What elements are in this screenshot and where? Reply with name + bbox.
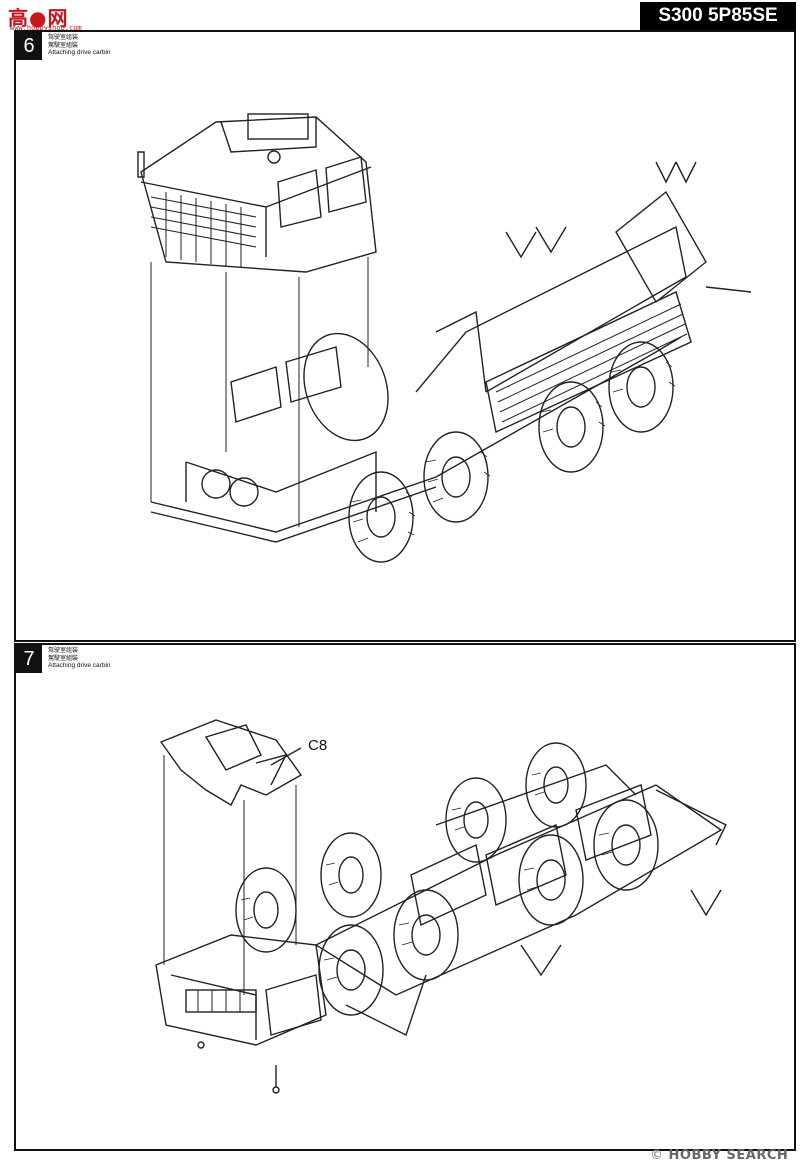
caption-en: Attaching drive carbin <box>48 49 111 56</box>
site-logo[interactable]: 高●网 <box>8 6 69 30</box>
caption-cn-simplified: 驾驶室组装 <box>48 34 79 41</box>
site-logo-url: www.hobbyshop.com <box>10 24 82 32</box>
step-number: 7 <box>16 645 42 673</box>
step-6-panel: 6 驾驶室组装 駕駛室組裝 Attaching drive carbin <box>14 30 796 642</box>
step-caption: 驾驶室组装 駕駛室組裝 Attaching drive carbin <box>48 647 111 670</box>
cab-assembly-illustration <box>137 113 752 563</box>
model-title: S300 5P85SE <box>640 2 796 30</box>
caption-cn-traditional: 駕駛室組裝 <box>48 41 79 49</box>
cab-roof-assembly-illustration <box>155 719 727 1094</box>
step-caption: 驾驶室组装 駕駛室組裝 Attaching drive carbin <box>48 34 111 57</box>
caption-en: Attaching drive carbin <box>48 662 111 669</box>
part-label-c8: C8 <box>308 737 328 754</box>
caption-cn-simplified: 驾驶室组装 <box>48 647 79 654</box>
page-header: 高●网 www.hobbyshop.com S300 5P85SE <box>0 0 810 32</box>
step-7-panel: 7 驾驶室组装 駕駛室組裝 Attaching drive carbin C8 <box>14 643 796 1151</box>
step-number: 6 <box>16 32 42 60</box>
hobbysearch-logo-mark: © <box>650 1148 664 1163</box>
caption-cn-traditional: 駕駛室組裝 <box>48 654 79 662</box>
footer-watermark: © HOBBY SEARCH <box>650 1148 788 1163</box>
hobbysearch-brand: HOBBY SEARCH <box>668 1148 789 1163</box>
